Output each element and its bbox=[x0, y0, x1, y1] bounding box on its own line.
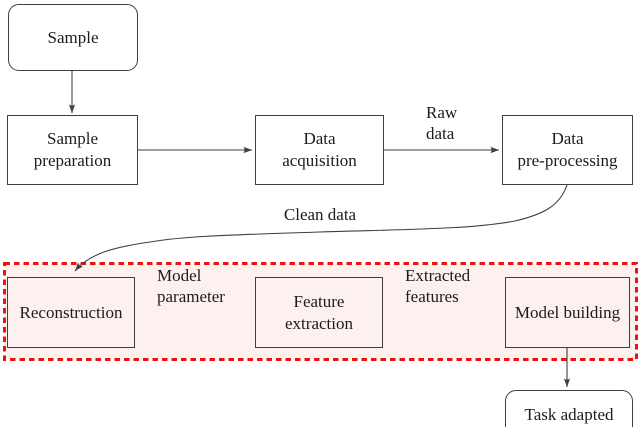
edge-label-raw-data-line1: Raw bbox=[426, 103, 458, 122]
edge-label-clean-data-text: Clean data bbox=[283, 205, 357, 224]
edge-label-extracted-features: Extracted features bbox=[405, 265, 470, 307]
node-feature-extraction-label-line1: Feature bbox=[293, 291, 345, 311]
node-reconstruction-label: Reconstruction bbox=[19, 302, 123, 322]
edge-label-model-parameter-line2: parameter bbox=[157, 287, 225, 306]
edge-label-raw-data: Raw data bbox=[426, 102, 457, 144]
node-sample-preparation-label-line1: Sample bbox=[47, 129, 98, 148]
edge-label-extracted-features-line2: features bbox=[405, 287, 459, 306]
node-task-adapted-label: Task adapted bbox=[524, 405, 614, 424]
node-model-building: Model building bbox=[505, 277, 630, 348]
node-data-acquisition: Data acquisition bbox=[255, 115, 384, 185]
node-data-preprocessing-label-line1: Data bbox=[551, 129, 584, 148]
node-model-building-label: Model building bbox=[514, 302, 621, 322]
node-sample-label: Sample bbox=[47, 27, 99, 47]
edge-label-raw-data-line2: data bbox=[426, 124, 455, 143]
node-data-preprocessing: Data pre-processing bbox=[502, 115, 633, 185]
node-sample: Sample bbox=[8, 4, 138, 71]
edge-label-model-parameter-line1: Model bbox=[157, 266, 202, 285]
edge-label-extracted-features-line1: Extracted bbox=[405, 266, 471, 285]
node-feature-extraction: Feature extraction bbox=[255, 277, 383, 348]
edge-label-clean-data: Clean data bbox=[260, 204, 380, 225]
node-data-acquisition-label-line2: acquisition bbox=[282, 151, 357, 170]
node-sample-preparation: Sample preparation bbox=[7, 115, 138, 185]
node-feature-extraction-label-line2: extraction bbox=[285, 313, 353, 333]
arrow-data-preprocessing-to-reconstruction bbox=[74, 184, 568, 272]
node-data-acquisition-label-line1: Data bbox=[303, 129, 336, 148]
node-task-adapted: Task adapted bbox=[505, 390, 633, 427]
node-reconstruction: Reconstruction bbox=[7, 277, 135, 348]
node-sample-preparation-label-line2: preparation bbox=[33, 151, 112, 170]
node-data-preprocessing-label-line2: pre-processing bbox=[517, 151, 618, 170]
edge-label-model-parameter: Model parameter bbox=[157, 265, 225, 307]
